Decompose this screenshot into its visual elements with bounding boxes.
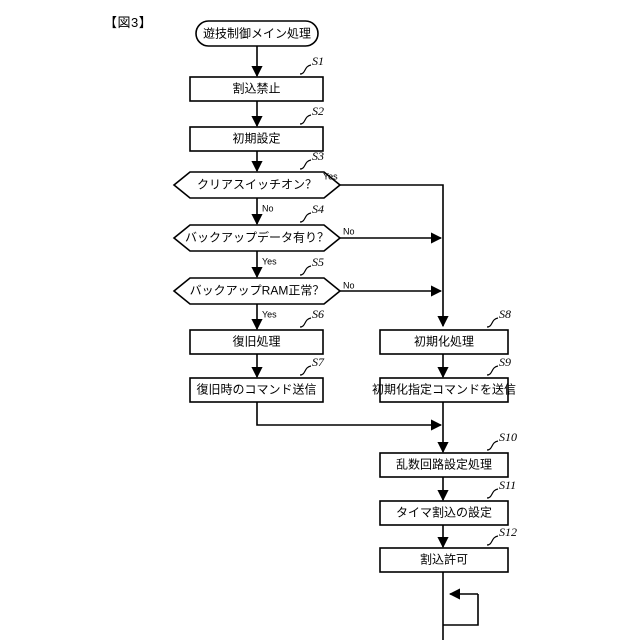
- node-s1-label: 割込禁止: [232, 81, 280, 96]
- node-s3: クリアスイッチオン？: [172, 171, 342, 199]
- leader-s5: [299, 265, 312, 276]
- node-s8-label: 初期化処理: [414, 335, 474, 349]
- step-label-s9: S9: [499, 355, 511, 369]
- node-s6: 復旧処理: [189, 329, 324, 355]
- step-label-s12: S12: [499, 525, 517, 539]
- node-s5: バックアップRAM正常？: [172, 277, 342, 305]
- node-s9: 初期化指定コマンドを送信: [372, 377, 516, 403]
- figure-number-label: 【図3】: [104, 15, 153, 30]
- step-label-s8: S8: [499, 307, 511, 321]
- leader-s3: [299, 159, 312, 170]
- node-s12-label: 割込許可: [420, 552, 468, 567]
- leader-s6: [299, 317, 312, 328]
- leader-s1: [299, 64, 312, 75]
- step-label-s1: S1: [312, 54, 324, 68]
- edge-label-s3-no: No: [262, 203, 274, 213]
- step-label-s10: S10: [499, 430, 517, 444]
- leader-s7: [299, 365, 312, 376]
- edge-label-s3-yes: Yes: [323, 171, 338, 181]
- node-s10: 乱数回路設定処理: [379, 452, 509, 478]
- node-s4: バックアップデータ有り？: [172, 224, 342, 252]
- edge-label-s4-yes: Yes: [262, 256, 277, 266]
- leader-s11: [486, 488, 499, 499]
- node-s4-label: バックアップデータ有り？: [185, 230, 329, 245]
- node-s2: 初期設定: [189, 126, 324, 152]
- step-label-s3: S3: [312, 149, 324, 163]
- node-s5-label: バックアップRAM正常？: [190, 284, 325, 298]
- node-start: 遊技制御メイン処理: [195, 20, 319, 47]
- step-label-s5: S5: [312, 255, 324, 269]
- leader-s10: [486, 440, 499, 451]
- node-s1: 割込禁止: [189, 76, 324, 102]
- leader-s8: [486, 317, 499, 328]
- edge-label-s5-yes: Yes: [262, 309, 277, 319]
- edge-label-s4-no: No: [343, 226, 355, 236]
- leader-s4: [299, 212, 312, 223]
- node-s7: 復旧時のコマンド送信: [189, 377, 324, 403]
- node-s10-label: 乱数回路設定処理: [396, 457, 492, 472]
- node-s8: 初期化処理: [379, 329, 509, 355]
- node-start-label: 遊技制御メイン処理: [203, 26, 311, 41]
- connector-loop-return-path: [443, 594, 479, 626]
- node-s2-label: 初期設定: [232, 131, 280, 146]
- node-s6-label: 復旧処理: [232, 334, 280, 349]
- node-s11: タイマ割込の設定: [379, 500, 509, 526]
- connector-s7-to-trunk: [256, 402, 443, 431]
- step-label-s11: S11: [499, 478, 516, 492]
- leader-s2: [299, 114, 312, 125]
- node-s9-label: 初期化指定コマンドを送信: [372, 382, 516, 397]
- step-label-s7: S7: [312, 355, 325, 369]
- node-s12: 割込許可: [379, 547, 509, 573]
- step-label-s6: S6: [312, 307, 324, 321]
- node-s3-label: クリアスイッチオン？: [197, 178, 317, 192]
- step-label-s2: S2: [312, 104, 324, 118]
- edge-label-s5-no: No: [343, 280, 355, 290]
- step-label-s4: S4: [312, 202, 324, 216]
- leader-s12: [486, 535, 499, 546]
- node-s11-label: タイマ割込の設定: [396, 505, 492, 520]
- connector-s3-yes-to-s8: [340, 184, 449, 328]
- node-s7-label: 復旧時のコマンド送信: [196, 382, 316, 397]
- leader-s9: [486, 365, 499, 376]
